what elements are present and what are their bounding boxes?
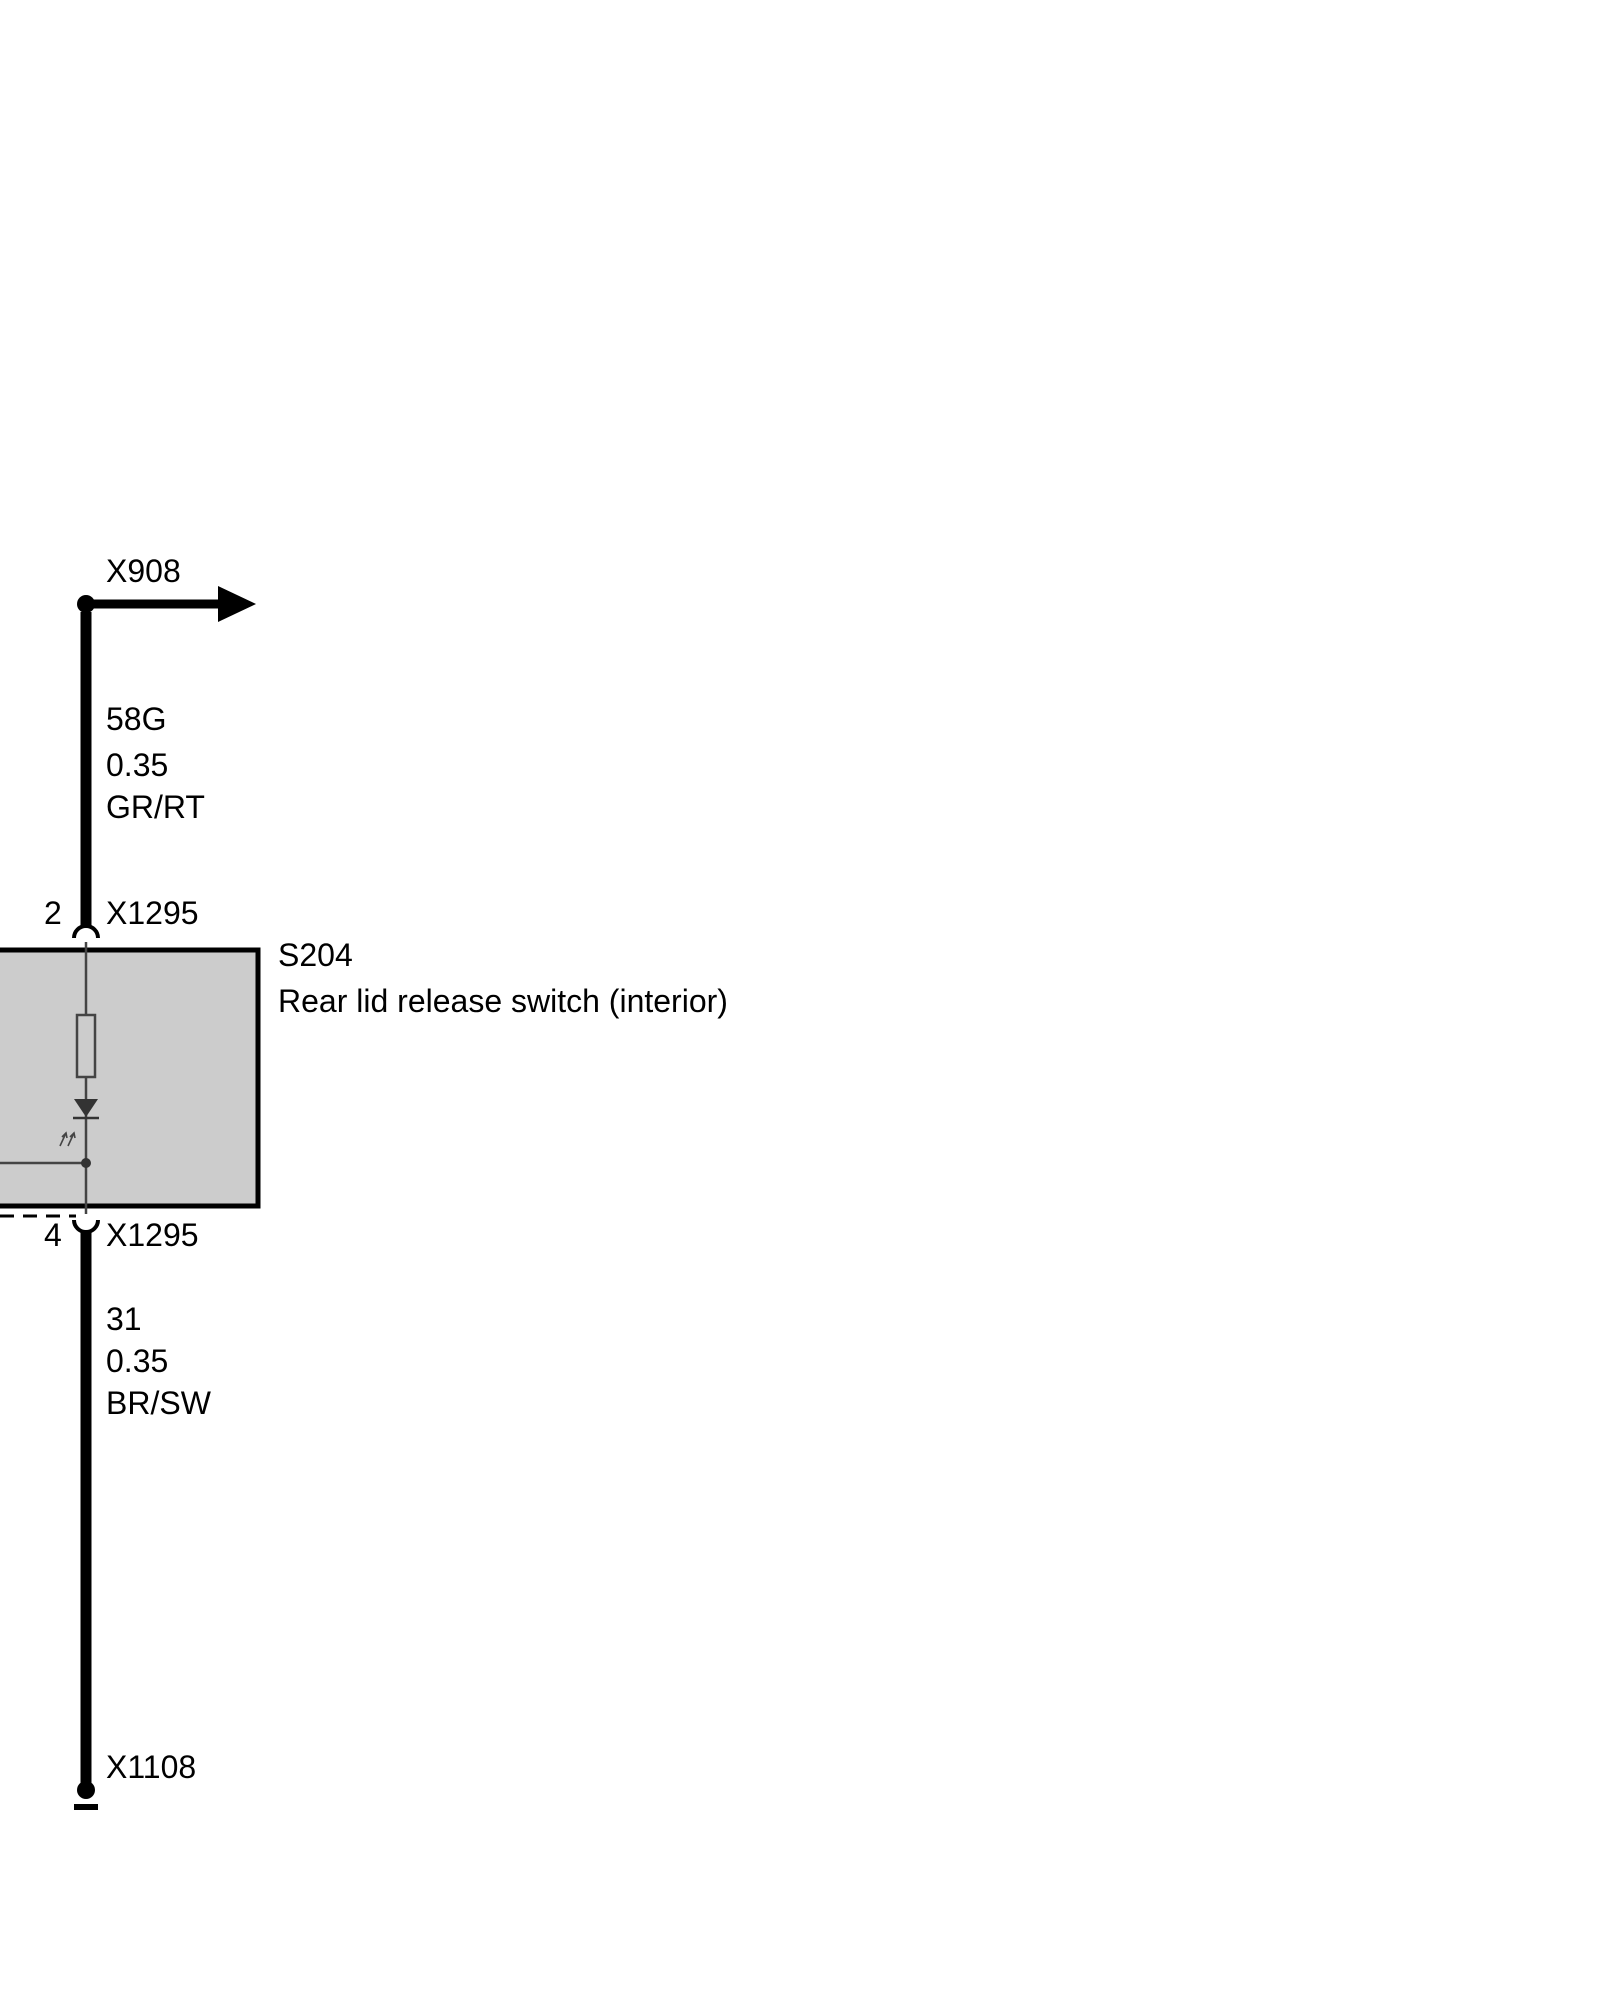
terminal-dot xyxy=(77,595,95,613)
lower-wire-group: 31 0.35 BR/SW xyxy=(80,1230,212,1786)
component-id: S204 xyxy=(278,937,353,973)
led-diode-icon xyxy=(74,1099,98,1117)
upper-connector-name: X1295 xyxy=(106,895,199,931)
component-s204: S204 Rear lid release switch (interior) xyxy=(0,924,728,1214)
upper-wire-circuit: 58G xyxy=(106,701,166,737)
top-terminal-group: X908 xyxy=(77,553,256,622)
ground-icon xyxy=(74,1804,98,1810)
top-terminal-label: X908 xyxy=(106,553,181,589)
light-emission-icon xyxy=(59,1131,76,1147)
ground-terminal-group: X1108 xyxy=(74,1749,196,1810)
resistor-icon xyxy=(75,1013,97,1079)
lower-wire-size: 0.35 xyxy=(106,1343,168,1379)
upper-pin-number: 2 xyxy=(44,895,62,931)
junction-dot xyxy=(81,1158,91,1168)
upper-wire-size: 0.35 xyxy=(106,747,168,783)
upper-connector-group: 2 X1295 xyxy=(44,895,199,931)
arrow-right-icon xyxy=(218,586,256,622)
lower-wire-color: BR/SW xyxy=(106,1385,212,1421)
component-description: Rear lid release switch (interior) xyxy=(278,983,728,1019)
lower-pin-number: 4 xyxy=(44,1217,62,1253)
lower-wire-circuit: 31 xyxy=(106,1301,142,1337)
ground-terminal-dot xyxy=(77,1781,95,1799)
upper-wire-group: 58G 0.35 GR/RT xyxy=(80,612,205,926)
ground-terminal-label: X1108 xyxy=(106,1749,196,1785)
lower-connector-group: 4 X1295 xyxy=(44,1217,199,1253)
lower-connector-name: X1295 xyxy=(106,1217,199,1253)
upper-wire-color: GR/RT xyxy=(106,789,205,825)
component-box xyxy=(0,947,261,1209)
upper-pin-socket xyxy=(72,924,100,939)
